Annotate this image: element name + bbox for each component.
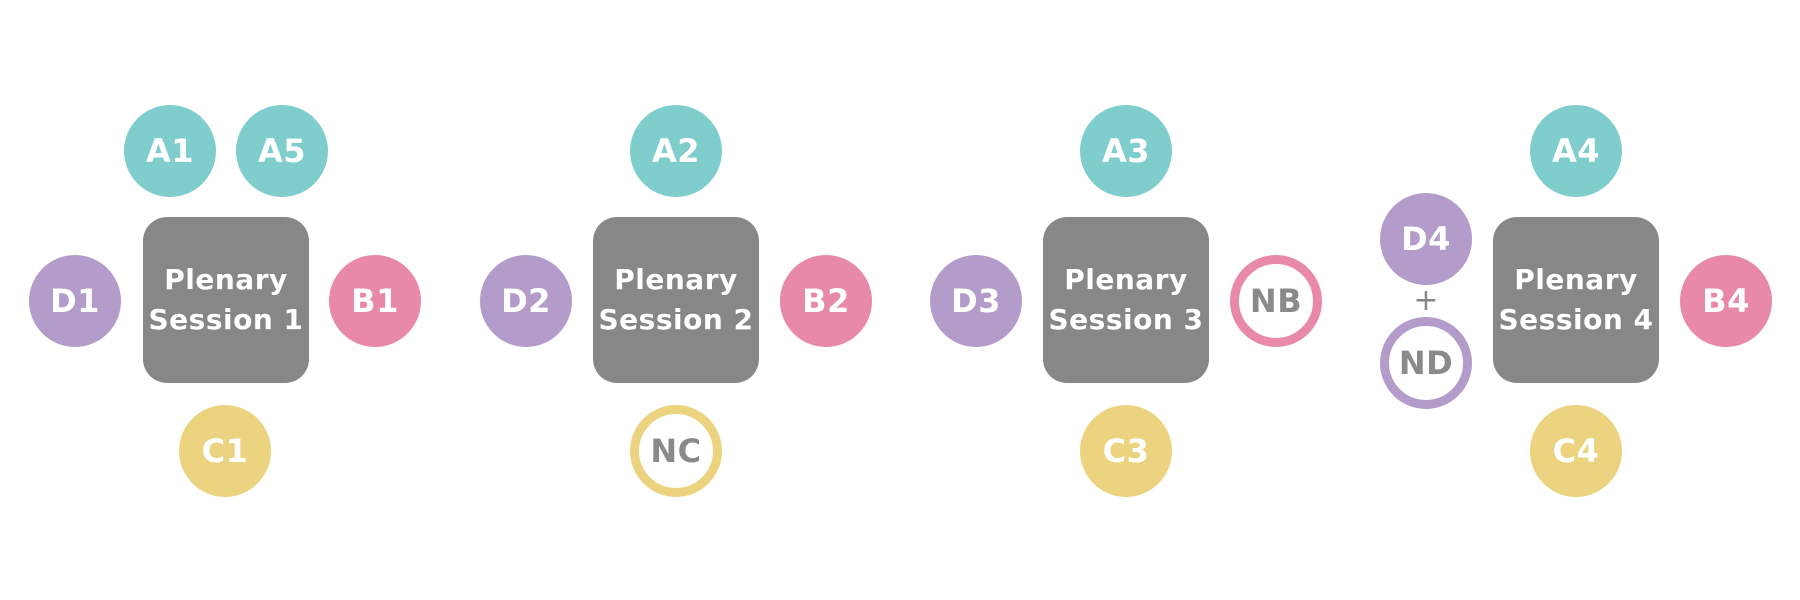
session-group-2: Plenary Session 2 A2 D2 B2 NC xyxy=(450,0,900,600)
circle-a3: A3 xyxy=(1080,105,1172,197)
plenary-session-box: Plenary Session 2 xyxy=(593,217,759,383)
session-group-3: Plenary Session 3 A3 D3 NB C3 xyxy=(900,0,1350,600)
circle-a4: A4 xyxy=(1530,105,1622,197)
session-label-line1: Plenary xyxy=(1514,263,1638,296)
session-label-line1: Plenary xyxy=(1064,263,1188,296)
circle-a1: A1 xyxy=(124,105,216,197)
plenary-session-box: Plenary Session 1 xyxy=(143,217,309,383)
plenary-session-box: Plenary Session 3 xyxy=(1043,217,1209,383)
circle-c1: C1 xyxy=(179,405,271,497)
plus-sign: + xyxy=(1413,283,1439,318)
circle-nb: NB xyxy=(1230,255,1322,347)
session-label-line2: Session 3 xyxy=(1048,303,1204,336)
circle-a2: A2 xyxy=(630,105,722,197)
session-group-4: Plenary Session 4 A4 D4 + ND B4 C4 xyxy=(1350,0,1800,600)
circle-nd: ND xyxy=(1380,317,1472,409)
circle-a5: A5 xyxy=(236,105,328,197)
session-group-1: Plenary Session 1 A1 A5 D1 B1 C1 xyxy=(0,0,450,600)
session-label-line2: Session 1 xyxy=(148,303,304,336)
circle-d2: D2 xyxy=(480,255,572,347)
circle-b4: B4 xyxy=(1680,255,1772,347)
circle-b1: B1 xyxy=(329,255,421,347)
plenary-session-box: Plenary Session 4 xyxy=(1493,217,1659,383)
session-label-line1: Plenary xyxy=(614,263,738,296)
circle-nc: NC xyxy=(630,405,722,497)
session-label-line1: Plenary xyxy=(164,263,288,296)
circle-c4: C4 xyxy=(1530,405,1622,497)
session-label-line2: Session 2 xyxy=(598,303,754,336)
circle-d3: D3 xyxy=(930,255,1022,347)
circle-c3: C3 xyxy=(1080,405,1172,497)
circle-b2: B2 xyxy=(780,255,872,347)
circle-d4: D4 xyxy=(1380,193,1472,285)
session-label-line2: Session 4 xyxy=(1498,303,1654,336)
circle-d1: D1 xyxy=(29,255,121,347)
